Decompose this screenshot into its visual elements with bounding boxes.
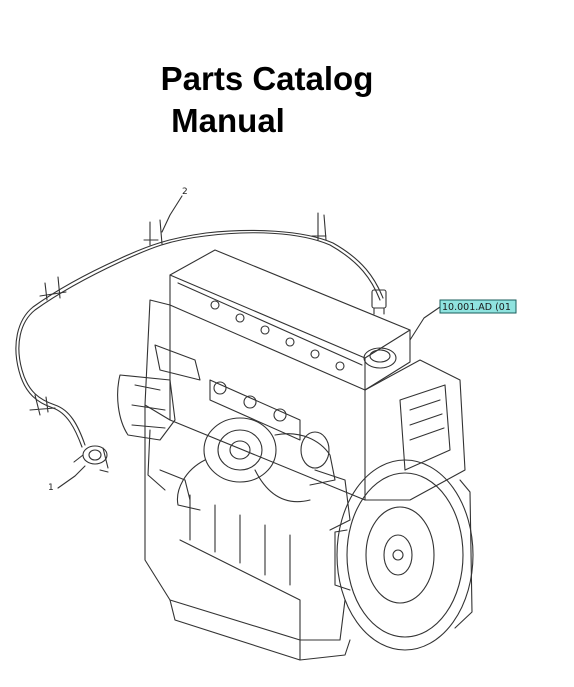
callout-2-leader xyxy=(161,195,183,233)
reference-tag-label: 10.001.AD (01 xyxy=(442,302,511,313)
engine-block xyxy=(117,249,474,661)
title-line-1: Parts Catalog xyxy=(160,60,374,97)
title-line-2: Manual xyxy=(171,102,285,139)
reference-leader xyxy=(409,306,441,341)
callout-number-2: 2 xyxy=(182,187,188,197)
callout-number-1: 1 xyxy=(48,483,54,493)
reference-tag[interactable]: 10.001.AD (01 xyxy=(439,299,517,314)
wiring-harness xyxy=(15,212,387,473)
callout-1-leader xyxy=(57,465,86,489)
document-title: Parts Catalog Manual xyxy=(0,58,534,142)
